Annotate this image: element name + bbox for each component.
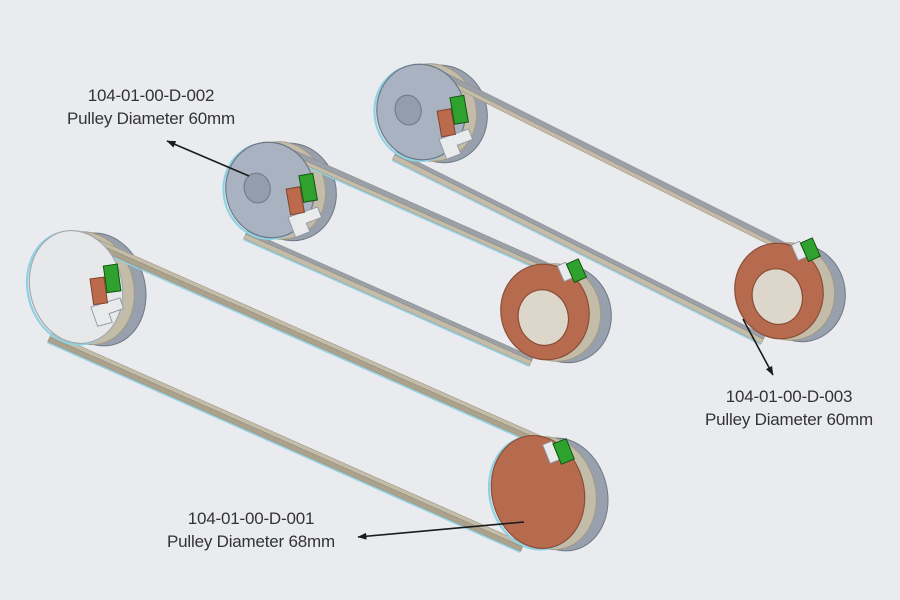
- part-spec: Pulley Diameter 60mm: [67, 109, 235, 128]
- sensor-block: [102, 263, 122, 294]
- belt-bottom-run-c: [46, 333, 525, 553]
- sensor-block: [799, 237, 822, 263]
- leader-arrow-d002: [166, 140, 250, 177]
- belt-bottom-run-b: [243, 230, 534, 367]
- bore-hole: [394, 94, 422, 126]
- clamp-block: [89, 276, 109, 306]
- part-spec: Pulley Diameter 60mm: [705, 410, 873, 429]
- part-number: 104-01-00-D-001: [187, 509, 315, 528]
- belt-clamp-slot: [438, 128, 474, 160]
- label-d003: 104-01-00-D-003 Pulley Diameter 60mm: [705, 385, 873, 431]
- sensor-block: [565, 258, 588, 284]
- assembly-top-right: [373, 63, 846, 346]
- sensor-block: [298, 172, 319, 203]
- leader-arrow-d003: [742, 318, 774, 376]
- clamp-block: [436, 108, 456, 138]
- pulley-orange-68mm: [487, 434, 586, 551]
- label-d002: 104-01-00-D-002 Pulley Diameter 60mm: [67, 84, 235, 130]
- sensor-block: [449, 94, 470, 125]
- pulley-orange-60mm-b: [500, 258, 590, 361]
- label-d001: 104-01-00-D-001 Pulley Diameter 68mm: [167, 507, 335, 553]
- pulley-gray-60mm-b: [222, 141, 323, 240]
- pulley-gray-60mm-a: [373, 63, 474, 162]
- belt-top-run-a: [434, 68, 808, 263]
- part-number: 104-01-00-D-003: [725, 387, 853, 406]
- belt-clamp-slot: [287, 206, 323, 238]
- assembly-middle: [222, 141, 612, 367]
- leader-arrow-d001: [357, 521, 525, 540]
- sensor-block: [552, 437, 575, 465]
- part-spec: Pulley Diameter 68mm: [167, 532, 335, 551]
- assembly-bottom-left: [25, 229, 609, 553]
- clamp-block: [285, 186, 305, 216]
- pulley-orange-60mm-a: [734, 237, 824, 340]
- belt-clamp-slot: [90, 297, 125, 327]
- bore-hole: [243, 172, 271, 204]
- belt-bottom-run-a: [391, 150, 766, 346]
- part-number: 104-01-00-D-002: [87, 86, 215, 105]
- pulley-white-68mm: [25, 229, 125, 346]
